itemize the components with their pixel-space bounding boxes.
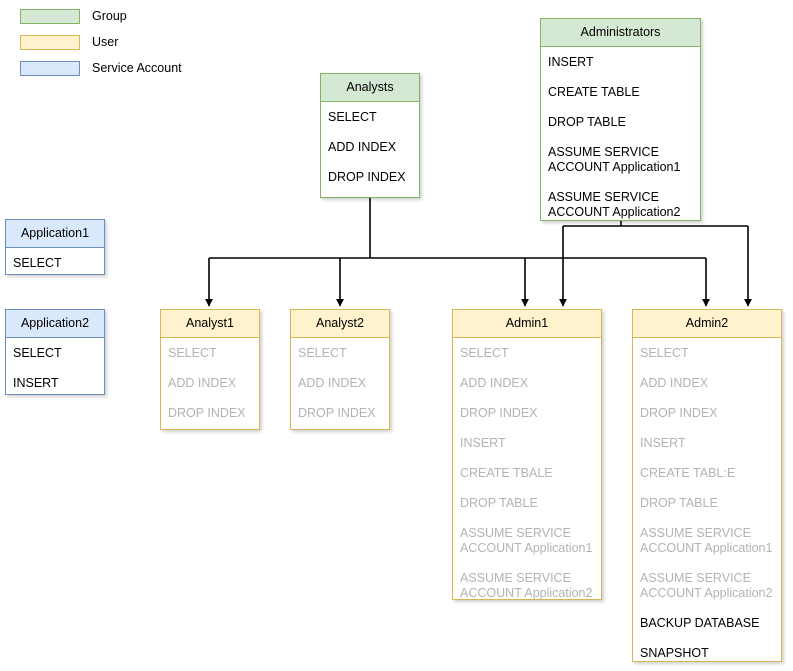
permission-item: DROP TABLE: [548, 115, 626, 129]
permission-item: DROP TABLE: [640, 496, 718, 510]
permission-item: SELECT: [328, 110, 377, 124]
legend-label-user: User: [92, 34, 119, 49]
permission-item: DROP INDEX: [460, 406, 538, 420]
legend-swatch-group-icon: [20, 8, 80, 24]
node-title-application2: Application2: [6, 310, 104, 338]
permission-item: CREATE TABLE: [548, 85, 640, 99]
permission-item: ASSUME SERVICE ACCOUNT Application1: [548, 145, 681, 174]
node-user-admin2[interactable]: Admin2 SELECT ADD INDEX DROP INDEX INSER…: [632, 309, 782, 662]
permission-item: SELECT: [640, 346, 689, 360]
node-permissions-admin2: SELECT ADD INDEX DROP INDEX INSERT CREAT…: [633, 338, 781, 669]
permission-item: ASSUME SERVICE ACCOUNT Application1: [460, 526, 593, 555]
node-group-administrators[interactable]: Administrators INSERT CREATE TABLE DROP …: [540, 18, 701, 221]
legend-item-user: User: [20, 32, 182, 52]
node-service-account-application1[interactable]: Application1 SELECT: [5, 219, 105, 275]
node-title-analyst1: Analyst1: [161, 310, 259, 338]
permission-item: ASSUME SERVICE ACCOUNT Application2: [640, 571, 773, 600]
permission-item: ADD INDEX: [328, 140, 397, 154]
legend-swatch-user-icon: [20, 34, 80, 50]
node-group-analysts[interactable]: Analysts SELECT ADD INDEX DROP INDEX: [320, 73, 420, 198]
permission-item: CREATE TABL:E: [640, 466, 736, 480]
permission-item: DROP INDEX: [168, 406, 246, 420]
node-service-account-application2[interactable]: Application2 SELECT INSERT: [5, 309, 105, 395]
node-permissions-application1: SELECT: [6, 248, 104, 279]
permission-item: SELECT: [13, 256, 62, 270]
legend: Group User Service Account: [20, 6, 182, 84]
node-title-application1: Application1: [6, 220, 104, 248]
node-title-analyst2: Analyst2: [291, 310, 389, 338]
permission-item: ASSUME SERVICE ACCOUNT Application2: [548, 190, 681, 219]
legend-item-service-account: Service Account: [20, 58, 182, 78]
permission-item: SELECT: [298, 346, 347, 360]
permission-item: ADD INDEX: [298, 376, 367, 390]
permission-item: DROP INDEX: [298, 406, 376, 420]
permission-item: ADD INDEX: [168, 376, 237, 390]
permission-item: INSERT: [640, 436, 686, 450]
permission-item: DROP INDEX: [328, 170, 406, 184]
node-user-admin1[interactable]: Admin1 SELECT ADD INDEX DROP INDEX INSER…: [452, 309, 602, 600]
legend-label-group: Group: [92, 8, 127, 23]
node-permissions-application2: SELECT INSERT: [6, 338, 104, 399]
permission-item: CREATE TBALE: [460, 466, 553, 480]
node-permissions-analysts: SELECT ADD INDEX DROP INDEX: [321, 102, 419, 193]
permission-item: INSERT: [548, 55, 594, 69]
permission-item: INSERT: [460, 436, 506, 450]
permission-item: SELECT: [168, 346, 217, 360]
legend-swatch-service-account-icon: [20, 60, 80, 76]
node-permissions-analyst1: SELECT ADD INDEX DROP INDEX: [161, 338, 259, 429]
permission-item: ADD INDEX: [640, 376, 709, 390]
legend-label-service-account: Service Account: [92, 60, 182, 75]
permission-item: SELECT: [13, 346, 62, 360]
node-permissions-admin1: SELECT ADD INDEX DROP INDEX INSERT CREAT…: [453, 338, 601, 609]
permission-item: SNAPSHOT: [640, 646, 709, 660]
node-title-admin1: Admin1: [453, 310, 601, 338]
node-title-administrators: Administrators: [541, 19, 700, 47]
permission-item: BACKUP DATABASE: [640, 616, 760, 630]
node-user-analyst1[interactable]: Analyst1 SELECT ADD INDEX DROP INDEX: [160, 309, 260, 430]
node-title-analysts: Analysts: [321, 74, 419, 102]
node-permissions-analyst2: SELECT ADD INDEX DROP INDEX: [291, 338, 389, 429]
permission-item: DROP INDEX: [640, 406, 718, 420]
legend-item-group: Group: [20, 6, 182, 26]
permission-item: SELECT: [460, 346, 509, 360]
node-user-analyst2[interactable]: Analyst2 SELECT ADD INDEX DROP INDEX: [290, 309, 390, 430]
permission-item: INSERT: [13, 376, 59, 390]
node-title-admin2: Admin2: [633, 310, 781, 338]
permission-item: DROP TABLE: [460, 496, 538, 510]
permission-item: ASSUME SERVICE ACCOUNT Application2: [460, 571, 593, 600]
node-permissions-administrators: INSERT CREATE TABLE DROP TABLE ASSUME SE…: [541, 47, 700, 228]
permission-item: ASSUME SERVICE ACCOUNT Application1: [640, 526, 773, 555]
permission-item: ADD INDEX: [460, 376, 529, 390]
